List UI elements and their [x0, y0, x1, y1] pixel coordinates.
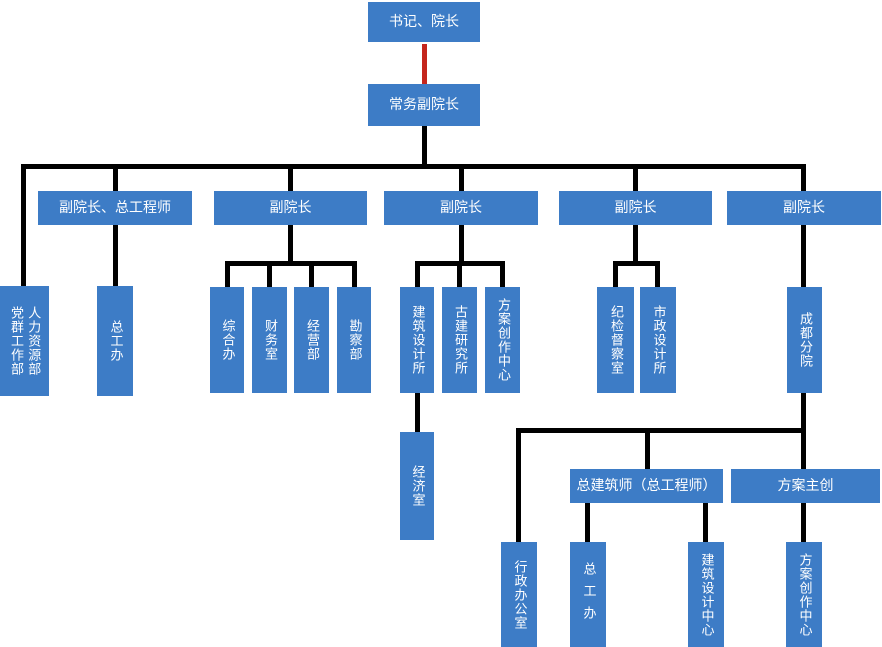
node-vice-dean-5: 副院长 — [727, 191, 881, 225]
connector-chengdu-riser — [801, 393, 806, 433]
connector-jianzhushejisuo-jingji — [415, 393, 420, 432]
connector-stub-caiwu — [267, 261, 272, 287]
node-general-office: 综合办 — [210, 287, 244, 393]
connector-fu1-zonggongban — [113, 225, 118, 286]
node-ancient-building-research: 古建研究所 — [442, 287, 477, 393]
connector-changwu-riser — [422, 126, 427, 166]
node-chief-architect: 总建筑师（总工程师） — [570, 469, 723, 503]
connector-stub-jianshezhongxin — [703, 503, 708, 542]
connector-drop-fu5 — [801, 164, 806, 191]
connector-chengdu-horizontal — [516, 428, 806, 433]
connector-fu4-riser — [633, 225, 638, 265]
node-label-party-mass: 党群工作部 — [9, 306, 24, 376]
node-architectural-design-institute: 建筑设计所 — [400, 287, 434, 393]
connector-drop-fu2 — [288, 164, 293, 191]
connector-main-horizontal — [21, 164, 806, 169]
node-scheme-creation-center-2: 方案创作中心 — [786, 542, 822, 647]
node-scheme-creation-center-1: 方案创作中心 — [485, 287, 520, 393]
node-discipline-inspection-office: 纪检督察室 — [597, 287, 634, 393]
node-vice-dean-3: 副院长 — [384, 191, 538, 225]
node-chief-engineer-office-2: 总工办 — [570, 542, 606, 647]
node-label-hr: 人力资源部 — [26, 306, 42, 376]
connector-stub-jingying — [309, 261, 314, 287]
node-vice-dean-4: 副院长 — [559, 191, 712, 225]
connector-fu2-riser — [288, 225, 293, 265]
node-operations-dept: 经营部 — [294, 287, 329, 393]
connector-drop-fu4 — [633, 164, 638, 191]
node-survey-dept: 勘察部 — [337, 287, 371, 393]
node-executive-vice-dean: 常务副院长 — [368, 84, 480, 126]
connector-drop-fu1 — [113, 164, 118, 191]
connector-fu2-horizontal — [225, 261, 357, 266]
connector-stub-jijian — [613, 261, 618, 287]
node-chengdu-branch: 成都分院 — [787, 287, 822, 393]
connector-drop-fangzhu — [801, 428, 806, 469]
connector-fu5-chengdu — [801, 225, 806, 287]
node-party-mass-and-hr: 党群工作部 人力资源部 — [0, 286, 49, 396]
connector-drop-xingzheng — [516, 428, 521, 542]
connector-stub-gujian — [457, 261, 462, 287]
connector-stub-kancha — [352, 261, 357, 287]
connector-drop-fu3 — [459, 164, 464, 191]
connector-stub-fangchuang2 — [801, 503, 806, 542]
node-architectural-design-center: 建筑设计中心 — [688, 542, 724, 647]
connector-stub-zonghe — [225, 261, 230, 287]
connector-stub-fangchuang1 — [500, 261, 505, 287]
node-vice-dean-chief-engineer: 副院长、总工程师 — [38, 191, 192, 225]
connector-red-shuji-changwu — [422, 44, 427, 84]
connector-stub-zonggongban2 — [585, 503, 590, 542]
connector-fu3-riser — [459, 225, 464, 265]
node-municipal-design-institute: 市政设计所 — [640, 287, 676, 393]
node-finance-office: 财务室 — [252, 287, 287, 393]
node-administrative-office: 行政办公室 — [501, 542, 537, 647]
node-scheme-lead: 方案主创 — [731, 469, 880, 503]
connector-fu4-horizontal — [613, 261, 660, 266]
connector-drop-zongjian — [645, 428, 650, 469]
node-chief-engineer-office-1: 总工办 — [97, 286, 133, 396]
node-economy-office: 经济室 — [400, 432, 434, 540]
node-vice-dean-2: 副院长 — [214, 191, 367, 225]
connector-drop-dangqun — [21, 164, 26, 286]
connector-stub-shizheng — [655, 261, 660, 287]
connector-stub-jianzhushejisuo — [415, 261, 420, 287]
node-secretary-dean: 书记、院长 — [368, 2, 480, 42]
